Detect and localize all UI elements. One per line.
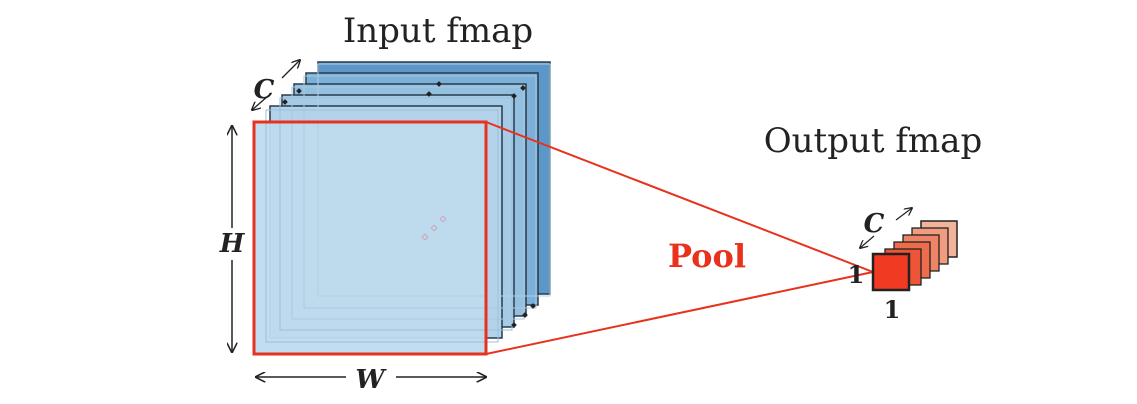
output-fmap-title: Output fmap [764,121,982,161]
operation-label: Pool [668,237,746,275]
output-fmap-stack [871,220,958,292]
projection-line-top [485,121,874,273]
input-channel-ghost [291,86,525,320]
output-channels-arrow-up [895,208,912,221]
height-label-bg [218,228,246,260]
input-channel-front [253,121,487,355]
projection-line-bottom [485,271,874,355]
output-height-label: 1 [848,260,865,289]
height-label: H [219,229,246,259]
width-label-bg [346,362,396,392]
input-channel-ghost [317,63,551,297]
channels-label: C [254,75,275,105]
input-channel-ghost [303,75,537,309]
output-channels-label: C [864,209,885,239]
input-channel-ghost [279,97,513,331]
center-ellipsis-dots [421,215,447,241]
channels-arrow-down [252,95,269,110]
pooling-window [252,120,488,356]
input-fmap-title: Input fmap [343,11,533,51]
ellipsis-dots [282,81,536,328]
width-label: W [355,365,387,395]
output-width-label: 1 [884,295,901,324]
input-fmap-stack [253,61,551,355]
input-channel-ghost [265,109,499,343]
output-channels-arrow-down [860,235,875,248]
channels-arrow-up [281,60,300,79]
output-channel-front [871,252,911,292]
